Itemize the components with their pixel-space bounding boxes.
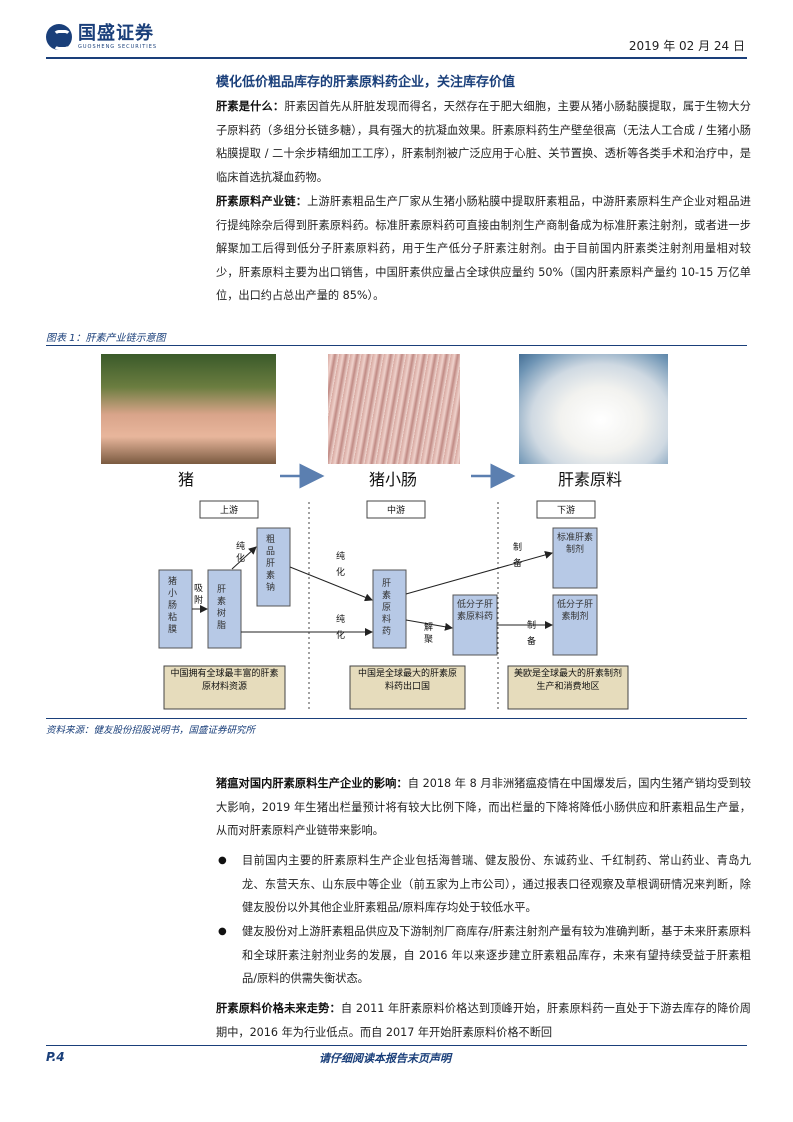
header-divider <box>46 57 747 59</box>
box-label-heparin-api: 肝素原料药 <box>382 579 392 637</box>
photo-label-pig: 猪 <box>178 470 195 489</box>
box-label-lmwh-injection: 低分子肝素制剂 <box>557 600 594 622</box>
paragraph-lead: 猪瘟对国内肝素原料生产企业的影响： <box>216 777 408 790</box>
figure-source: 资料来源：健友股份招股说明书，国盛证券研究所 <box>46 725 256 736</box>
arrow-label-adsorb: 吸附 <box>194 584 204 606</box>
paragraph-lead: 肝素原料价格未来走势： <box>216 1002 341 1015</box>
paragraph-body: 自 2018 年 8 月非洲猪瘟疫情在中国爆发后，国内生猪产销均受到较大影响，2… <box>216 777 751 837</box>
arrow-label-prepare2: 制备 <box>527 621 537 647</box>
arrow-label-purify-mid2: 纯化 <box>336 615 346 641</box>
bullet-item: 目前国内主要的肝素原料生产企业包括海普瑞、健友股份、东诚药业、千红制药、常山药业… <box>242 854 751 914</box>
heparin-powder-photo <box>519 354 668 464</box>
box-label-lmwh-api: 低分子肝素原料药 <box>457 600 494 622</box>
figure-caption: 图表 1：肝素产业链示意图 <box>46 333 166 344</box>
note-downstream: 美欧是全球最大的肝素制剂生产和消费地区 <box>514 669 623 692</box>
bullet-icon: ● <box>218 855 227 866</box>
brand-name-cn: 国盛证券 <box>78 23 154 44</box>
paragraph-industry-chain: 肝素原料产业链：上游肝素粗品生产厂家从生猪小肠粘膜中提取肝素粗品，中游肝素原料生… <box>216 190 751 308</box>
brand-name-en: GUOSHENG SECURITIES <box>78 44 158 50</box>
note-midstream: 中国是全球最大的肝素原料药出口国 <box>357 669 457 692</box>
box-label-raw-mucosa: 猪小肠粘膜 <box>168 577 178 635</box>
paragraph-body: 肝素因首先从肝脏发现而得名，天然存在于肥大细胞，主要从猪小肠黏膜提取，属于生物大… <box>216 100 751 184</box>
figure-bottom-rule <box>46 718 747 719</box>
page-number: P.4 <box>46 1050 65 1064</box>
photo-label-heparin-api: 肝素原料 <box>558 470 623 489</box>
paragraph-heparin-definition: 肝素是什么：肝素因首先从肝脏发现而得名，天然存在于肥大细胞，主要从猪小肠黏膜提取… <box>216 95 751 189</box>
arrow-purify-mid1 <box>289 566 373 602</box>
pig-intestine-photo <box>328 354 460 464</box>
paragraph-price-outlook: 肝素原料价格未来走势：自 2011 年肝素原料价格达到顶峰开始，肝素原料药一直处… <box>216 997 751 1044</box>
arrow-prepare1 <box>405 551 553 595</box>
stage-label-midstream: 中游 <box>386 506 405 516</box>
paragraph-body: 自 2011 年肝素原料价格达到顶峰开始，肝素原料药一直处于下游去库存的降价周期… <box>216 1002 751 1039</box>
arrow-label-purify-mid1: 纯化 <box>336 552 346 578</box>
footer-divider <box>46 1045 747 1046</box>
paragraph-body: 上游肝素粗品生产厂家从生猪小肠粘膜中提取肝素粗品，中游肝素原料生产企业对粗品进行… <box>216 195 751 302</box>
paragraph-swine-fever-impact: 猪瘟对国内肝素原料生产企业的影响：自 2018 年 8 月非洲猪瘟疫情在中国爆发… <box>216 772 751 843</box>
box-label-heparin-resin: 肝素树脂 <box>217 585 227 631</box>
arrow-label-prepare1: 制备 <box>513 543 523 569</box>
section-title: 模化低价粗品库存的肝素原料药企业，关注库存价值 <box>216 75 516 90</box>
photo-label-intestine: 猪小肠 <box>369 470 418 489</box>
bullet-icon: ● <box>218 926 227 937</box>
stage-label-downstream: 下游 <box>556 506 575 516</box>
note-upstream: 中国拥有全球最丰富的肝素原材料资源 <box>170 669 279 692</box>
box-label-crude-heparin: 粗品肝素钠 <box>266 535 276 593</box>
arrow-label-purify-up: 纯化 <box>236 542 246 564</box>
arrow-label-depolymerize: 解聚 <box>424 623 434 645</box>
footer-disclaimer: 请仔细阅读本报告末页声明 <box>319 1052 451 1065</box>
figure-top-rule <box>46 345 747 346</box>
paragraph-lead: 肝素原料产业链： <box>216 195 308 208</box>
brand-logo: 国盛证券 GUOSHENG SECURITIES <box>46 24 157 50</box>
report-date: 2019 年 02 月 24 日 <box>628 39 745 53</box>
bullet-item: 健友股份对上游肝素粗品供应及下游制剂厂商库存/肝素注射剂产量有较为准确判断，基于… <box>242 925 751 985</box>
brand-logo-icon <box>46 24 72 50</box>
paragraph-lead: 肝素是什么： <box>216 100 285 113</box>
pig-photo <box>101 354 276 464</box>
box-label-std-injection: 标准肝素制剂 <box>557 533 594 555</box>
stage-label-upstream: 上游 <box>219 506 238 516</box>
